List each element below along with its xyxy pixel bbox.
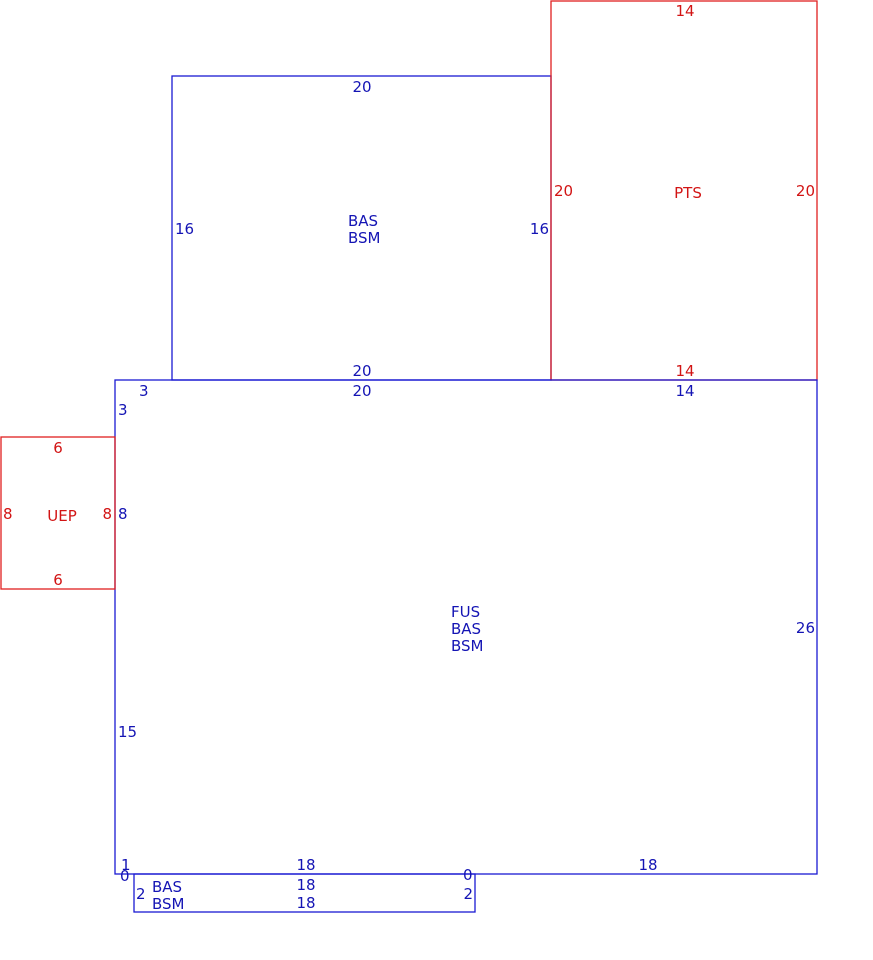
- lower-bas-right-corner-dimension: 0: [463, 866, 473, 884]
- main-right-dimension: 26: [796, 619, 815, 637]
- upper-bas-right-dimension: 16: [530, 220, 549, 238]
- main-bottom-dimension-b: 18: [638, 856, 657, 874]
- lower-bas-left-corner-dimension: 0: [120, 867, 130, 885]
- uep-left-dimension: 8: [3, 505, 13, 523]
- area-main-fus-bas-bsm: 3 3 20 14 8 15 26 1 18 18 FUS BAS BSM: [114, 379, 818, 875]
- main-top-dimension-b: 14: [675, 382, 694, 400]
- main-bottom-stub-dimension: 1: [121, 856, 131, 874]
- pts-left-dimension: 20: [554, 182, 573, 200]
- lower-bas-outline: [133, 873, 476, 913]
- main-left-upper-dimension: 8: [118, 505, 128, 523]
- main-label-3: BSM: [451, 637, 484, 655]
- main-top-stub-dimension: 3: [139, 382, 149, 400]
- lower-bas-label-2: BSM: [152, 895, 185, 913]
- lower-bas-right-dimension: 2: [463, 885, 473, 903]
- main-left-stub-dimension: 3: [118, 401, 128, 419]
- area-uep: 6 6 8 8 UEP: [0, 436, 116, 590]
- area-upper-bas-bsm: 20 20 16 16 BAS BSM: [171, 75, 552, 381]
- pts-label: PTS: [674, 184, 702, 202]
- upper-bas-label-2: BSM: [348, 229, 381, 247]
- uep-bottom-dimension: 6: [53, 571, 63, 589]
- lower-bas-top-dimension: 18: [296, 876, 315, 894]
- main-top-dimension-a: 20: [352, 382, 371, 400]
- main-bottom-dimension-a: 18: [296, 856, 315, 874]
- pts-right-dimension: 20: [796, 182, 815, 200]
- main-left-lower-dimension: 15: [118, 723, 137, 741]
- uep-right-dimension: 8: [102, 505, 112, 523]
- lower-bas-label-1: BAS: [152, 878, 182, 896]
- upper-bas-left-dimension: 16: [175, 220, 194, 238]
- uep-outline: [0, 436, 116, 590]
- lower-bas-bottom-dimension: 18: [296, 894, 315, 912]
- pts-bottom-dimension: 14: [675, 362, 694, 380]
- upper-bas-top-dimension: 20: [352, 78, 371, 96]
- area-lower-bas-bsm: 18 18 2 2 0 0 BAS BSM: [120, 866, 476, 913]
- lower-bas-left-dimension: 2: [136, 885, 146, 903]
- main-label-2: BAS: [451, 620, 481, 638]
- uep-label: UEP: [47, 507, 77, 525]
- uep-top-dimension: 6: [53, 439, 63, 457]
- upper-bas-label-1: BAS: [348, 212, 378, 230]
- pts-top-dimension: 14: [675, 2, 694, 20]
- area-pts: 14 14 20 20 PTS: [550, 0, 818, 381]
- main-label-1: FUS: [451, 603, 480, 621]
- upper-bas-bottom-dimension: 20: [352, 362, 371, 380]
